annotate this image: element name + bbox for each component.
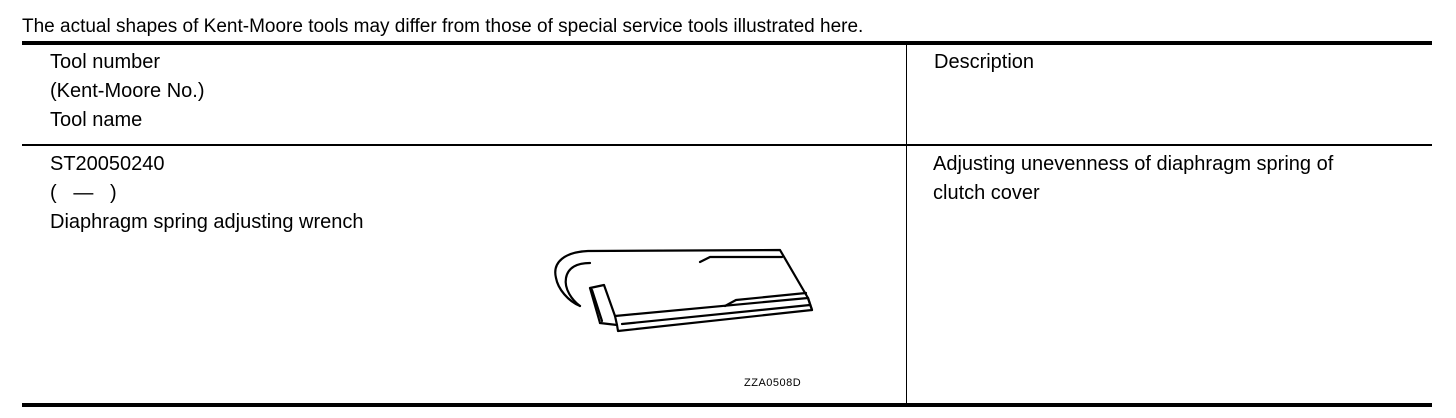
header-description-column: Description <box>934 48 1034 77</box>
tool-shape-note: The actual shapes of Kent-Moore tools ma… <box>22 16 864 37</box>
header-tool-number: Tool number <box>50 51 161 73</box>
tool-number: ST20050240 <box>50 153 165 175</box>
column-divider <box>906 45 907 403</box>
tool-name: Diaphragm spring adjusting wrench <box>50 211 364 233</box>
header-description: Description <box>934 51 1035 73</box>
header-kent-moore-no: (Kent-Moore No.) <box>50 80 205 102</box>
header-divider <box>22 144 1432 146</box>
header-tool-name: Tool name <box>50 109 143 131</box>
kent-moore-number: ( — ) <box>50 182 117 204</box>
description-line-2: clutch cover <box>933 182 1040 204</box>
table-row-tool: ST20050240 ( — ) Diaphragm spring adjust… <box>50 150 364 237</box>
figure-code: ZZA0508D <box>744 377 802 389</box>
description-line-1: Adjusting unevenness of diaphragm spring… <box>933 153 1334 175</box>
table-bottom-rule <box>22 403 1432 407</box>
table-top-rule <box>22 41 1432 45</box>
wrench-illustration-icon <box>554 248 814 333</box>
table-row-description: Adjusting unevenness of diaphragm spring… <box>933 150 1333 208</box>
header-tool-column: Tool number (Kent-Moore No.) Tool name <box>50 48 205 135</box>
